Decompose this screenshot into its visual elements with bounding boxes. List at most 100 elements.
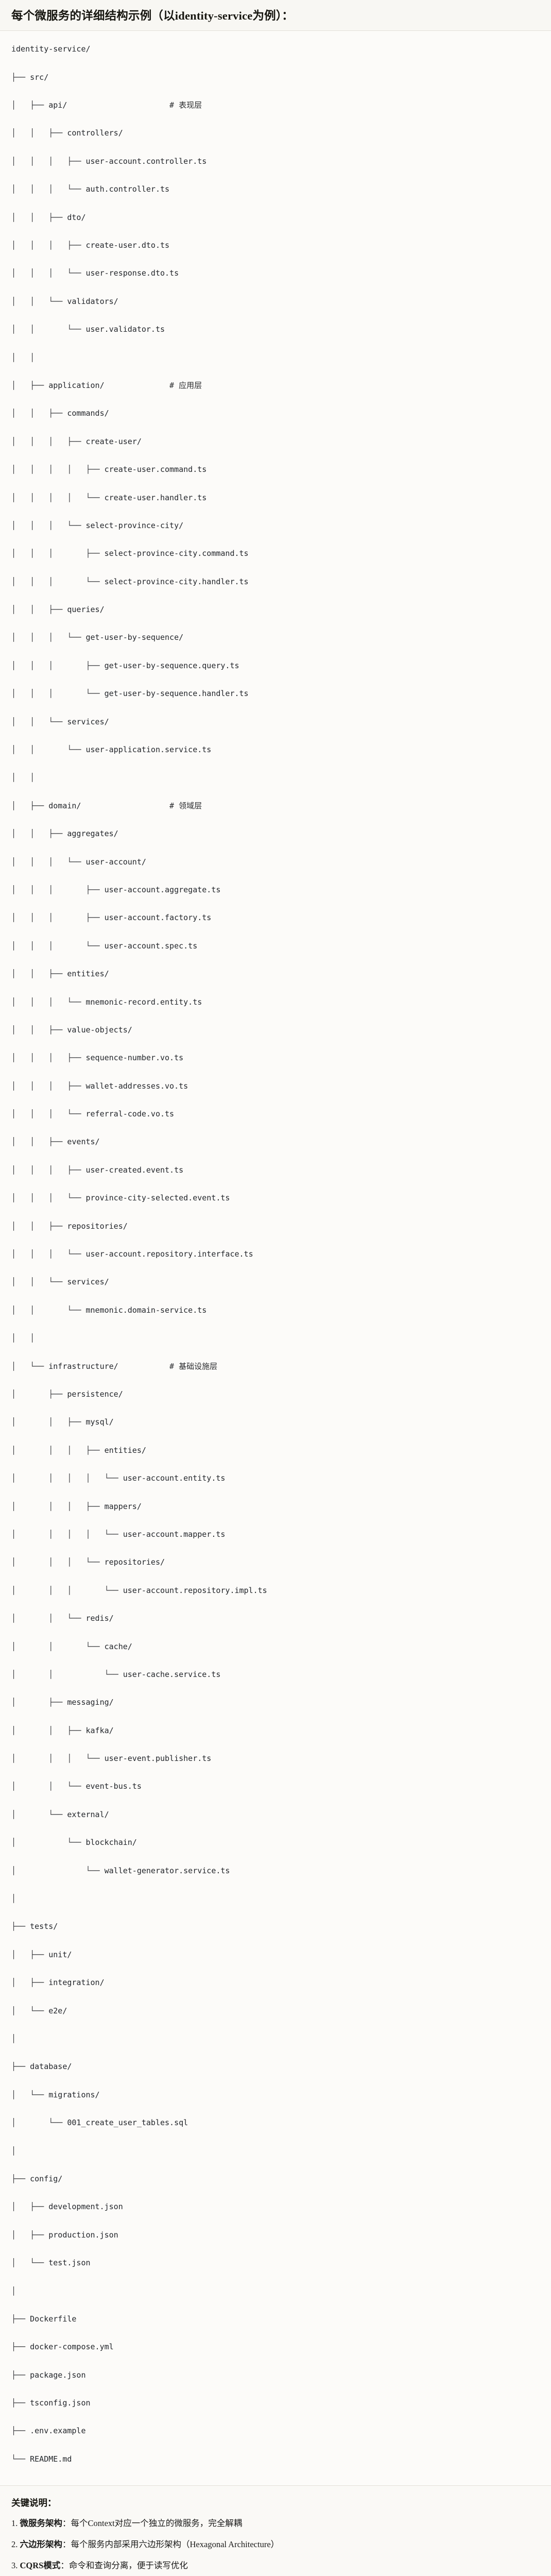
tree-branch-glyphs: │ │ └── <box>11 1305 86 1315</box>
tree-node-label: select-province-city.command.ts <box>104 549 249 558</box>
tree-row: │ │ │ ├── entities/ <box>11 1444 540 1458</box>
tree-node-label: e2e/ <box>48 2006 67 2015</box>
tree-row: │ │ │ └── repositories/ <box>11 1555 540 1569</box>
tree-branch-glyphs: │ │ │ └── <box>11 1585 123 1595</box>
tree-node-label: 001_create_user_tables.sql <box>67 2118 188 2128</box>
tree-row: │ └── test.json <box>11 2256 540 2270</box>
tree-row: │ ├── application/ # 应用层 <box>11 379 540 393</box>
tree-row: │ │ │ ├── wallet-addresses.vo.ts <box>11 1079 540 1093</box>
tree-node-label: create-user.dto.ts <box>85 240 170 250</box>
tree-spacer-row: │ <box>11 2032 540 2046</box>
tree-row: │ │ │ ├── mappers/ <box>11 1500 540 1514</box>
tree-node-label: dto/ <box>67 212 86 222</box>
tree-layer-comment: # 应用层 <box>104 380 202 390</box>
tree-row: │ │ └── user-application.service.ts <box>11 743 540 757</box>
tree-branch-glyphs: │ │ <box>11 773 35 783</box>
tree-node-label: user-account.spec.ts <box>104 941 198 951</box>
tree-node-label: user-account.factory.ts <box>104 913 212 923</box>
tree-branch-glyphs: │ <box>11 1894 16 1904</box>
tree-node-label: database/ <box>30 2062 72 2072</box>
tree-row: │ └── blockchain/ <box>11 1836 540 1850</box>
tree-node-label: user-account.repository.interface.ts <box>85 1249 253 1259</box>
tree-row: │ │ ├── controllers/ <box>11 126 540 140</box>
key-note-description: ：每个服务内部采用六边形架构（Hexagonal Architecture） <box>62 2539 280 2550</box>
tree-node-label: value-objects/ <box>67 1025 132 1035</box>
tree-row: │ │ ├── mysql/ <box>11 1415 540 1429</box>
tree-node-label: user-account.controller.ts <box>85 156 207 166</box>
tree-node-label: src/ <box>30 72 49 82</box>
tree-node-label: package.json <box>30 2370 86 2380</box>
tree-branch-glyphs: │ │ ├── <box>11 212 67 222</box>
tree-node-label: user.validator.ts <box>85 325 165 334</box>
tree-node-label: user-account/ <box>85 857 146 867</box>
tree-node-label: queries/ <box>67 605 105 615</box>
tree-node-label: mnemonic.domain-service.ts <box>85 1305 207 1315</box>
tree-node-label: domain/ <box>48 801 81 810</box>
tree-row: │ │ └── user.validator.ts <box>11 323 540 336</box>
directory-tree-block: identity-service/ ├── src/ │ ├── api/ # … <box>0 31 551 2486</box>
tree-node-label: tests/ <box>30 1922 58 1931</box>
tree-node-label: user-cache.service.ts <box>123 1669 221 1679</box>
tree-node-label: user-account.mapper.ts <box>123 1529 226 1539</box>
tree-branch-glyphs: │ ├── <box>11 1698 67 1707</box>
tree-node-label: kafka/ <box>85 1725 114 1735</box>
tree-row: │ │ └── cache/ <box>11 1640 540 1654</box>
tree-layer-comment: # 表现层 <box>67 100 202 110</box>
tree-branch-glyphs: │ │ <box>11 1333 35 1343</box>
tree-branch-glyphs: │ │ │ │ └── <box>11 1529 123 1539</box>
tree-row: │ │ └── validators/ <box>11 295 540 309</box>
tree-branch-glyphs: └── <box>11 2454 30 2464</box>
tree-node-label: select-province-city.handler.ts <box>104 577 249 586</box>
tree-row: │ │ └── services/ <box>11 1275 540 1289</box>
tree-branch-glyphs: │ │ │ ├── <box>11 1501 105 1511</box>
tree-row: │ │ │ ├── select-province-city.command.t… <box>11 547 540 561</box>
tree-node-label: repositories/ <box>104 1557 165 1567</box>
tree-branch-glyphs: │ │ │ └── <box>11 857 86 867</box>
tree-branch-glyphs: │ <box>11 2146 16 2156</box>
tree-node-label: wallet-addresses.vo.ts <box>85 1081 188 1091</box>
key-note-index: 2. <box>11 2539 20 2550</box>
tree-branch-glyphs: ├── <box>11 2426 30 2436</box>
tree-node-label: development.json <box>48 2202 123 2212</box>
tree-row: │ │ └── event-bus.ts <box>11 1780 540 1793</box>
tree-row: ├── config/ <box>11 2172 540 2186</box>
tree-row: │ │ │ │ └── create-user.handler.ts <box>11 491 540 505</box>
tree-row: │ └── migrations/ <box>11 2088 540 2102</box>
tree-branch-glyphs: │ │ └── <box>11 296 67 306</box>
tree-branch-glyphs: │ │ ├── <box>11 829 67 839</box>
tree-branch-glyphs: │ │ ├── <box>11 128 67 138</box>
tree-node-label: select-province-city/ <box>85 520 184 530</box>
tree-node-label: docker-compose.yml <box>30 2342 114 2352</box>
key-note-item: 1. 微服务架构：每个Context对应一个独立的微服务，完全解耦 <box>11 2517 540 2530</box>
tree-row: ├── tsconfig.json <box>11 2396 540 2410</box>
key-note-description: ：每个Context对应一个独立的微服务，完全解耦 <box>62 2518 243 2529</box>
tree-row: ├── docker-compose.yml <box>11 2340 540 2354</box>
tree-branch-glyphs: │ │ <box>11 352 35 362</box>
tree-node-label: events/ <box>67 1137 100 1147</box>
tree-node-label: production.json <box>48 2230 118 2240</box>
tree-spacer-row: │ <box>11 2144 540 2158</box>
tree-row: ├── tests/ <box>11 1920 540 1934</box>
tree-branch-glyphs: │ │ ├── <box>11 1025 67 1035</box>
tree-branch-glyphs: ├── <box>11 2342 30 2352</box>
tree-branch-glyphs: │ └── <box>11 1838 86 1848</box>
tree-node-label: entities/ <box>67 969 109 979</box>
tree-node-label: user-response.dto.ts <box>85 268 179 278</box>
tree-node-label: province-city-selected.event.ts <box>85 1193 230 1203</box>
tree-row: │ │ │ └── user-account/ <box>11 855 540 869</box>
tree-spacer-row: │ │ <box>11 351 540 365</box>
tree-row: │ ├── api/ # 表现层 <box>11 98 540 112</box>
tree-node-label: event-bus.ts <box>85 1782 142 1791</box>
tree-row: │ │ │ └── user-event.publisher.ts <box>11 1752 540 1766</box>
tree-row: │ │ ├── commands/ <box>11 406 540 420</box>
tree-branch-glyphs: │ │ │ └── <box>11 1754 105 1764</box>
tree-branch-glyphs: │ │ │ └── <box>11 1249 86 1259</box>
tree-row: ├── src/ <box>11 71 540 84</box>
tree-row: │ │ │ └── user-account.repository.interf… <box>11 1247 540 1261</box>
tree-node-label: user-application.service.ts <box>85 745 212 755</box>
tree-branch-glyphs: │ │ │ └── <box>11 1109 86 1119</box>
tree-row: │ │ │ └── province-city-selected.event.t… <box>11 1191 540 1205</box>
tree-row: │ │ │ ├── get-user-by-sequence.query.ts <box>11 659 540 673</box>
tree-row: │ │ │ └── auth.controller.ts <box>11 182 540 196</box>
